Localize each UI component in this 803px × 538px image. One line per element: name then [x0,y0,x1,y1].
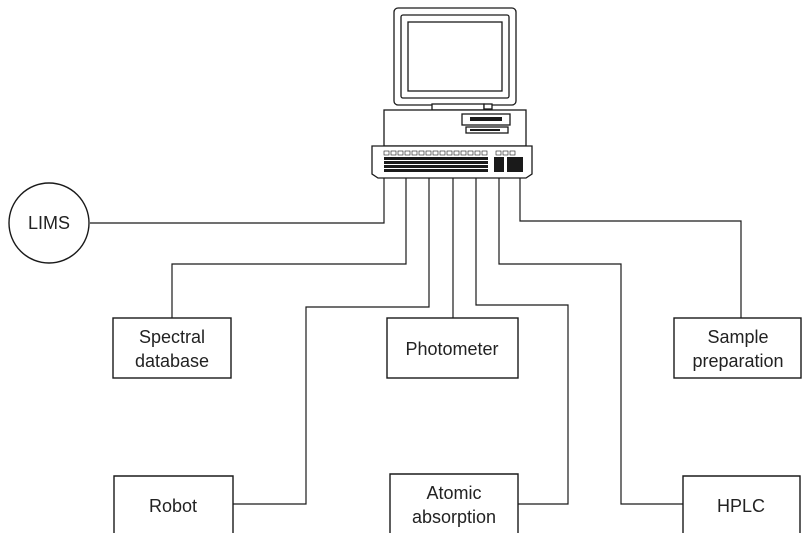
robot-node: Robot [113,475,234,533]
atomic-absorption-label-line2: absorption [412,507,496,527]
sample-preparation-label-line2: preparation [692,351,783,371]
wire-sample-preparation [519,178,742,318]
atomic-absorption-label-line1: Atomic [426,483,481,503]
sample-preparation-label-line1: Sample [707,327,768,347]
lims-label: LIMS [28,213,70,233]
robot-label: Robot [149,496,197,516]
connection-lines [90,178,742,505]
spectral-database-label-line1: Spectral [139,327,205,347]
photometer-node: Photometer [386,317,519,379]
system-unit-icon [383,109,527,147]
computer-icon [371,7,533,179]
monitor-icon [393,7,517,111]
wire-robot [233,178,430,505]
spectral-database-node: Spectral database [112,317,232,379]
sample-preparation-node: Sample preparation [673,317,802,379]
wire-spectral-database [171,178,407,318]
keyboard-icon [371,145,533,179]
spectral-database-label-line2: database [135,351,209,371]
photometer-label: Photometer [405,339,498,359]
wire-lims [90,178,385,224]
lims-node: LIMS [8,182,90,264]
hplc-label: HPLC [717,496,765,516]
atomic-absorption-node: Atomic absorption [389,473,519,533]
wire-hplc [498,178,683,505]
wire-atomic-absorption [475,178,569,505]
hplc-node: HPLC [682,475,801,533]
